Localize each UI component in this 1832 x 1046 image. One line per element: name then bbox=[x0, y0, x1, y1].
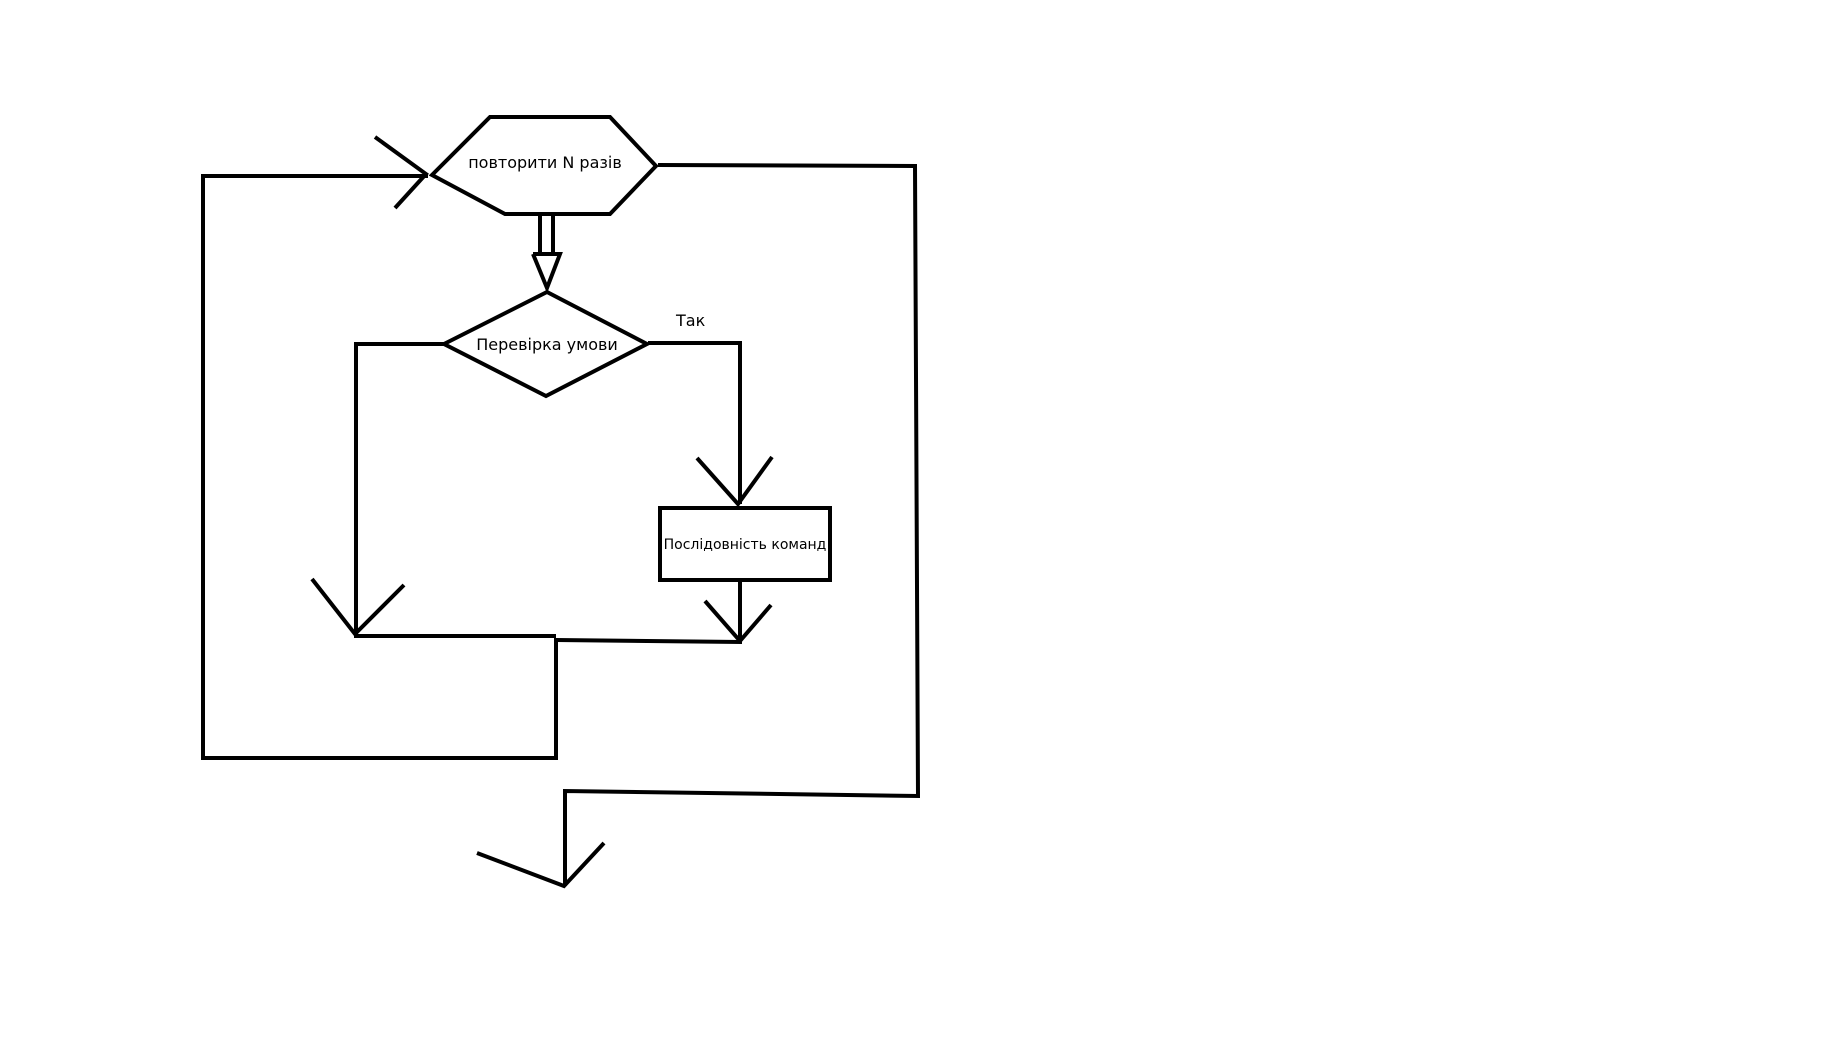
condition-diamond bbox=[439, 289, 652, 399]
process-out-arrowhead bbox=[703, 599, 773, 645]
process-box bbox=[658, 506, 832, 582]
loop-header-hexagon bbox=[428, 115, 659, 216]
process-node: Послідовність команд bbox=[658, 506, 832, 582]
no-branch-arrowhead bbox=[310, 577, 406, 638]
no-branch-connector bbox=[354, 342, 556, 638]
yes-branch-connector bbox=[648, 341, 742, 504]
loop-back-connector bbox=[201, 174, 558, 760]
loop-exit-arrowhead bbox=[476, 841, 606, 889]
condition-label: Перевірка умови bbox=[476, 335, 618, 354]
loop-header-label: повторити N разів bbox=[468, 153, 622, 172]
process-in-arrowhead bbox=[695, 455, 774, 508]
connectors bbox=[201, 135, 921, 889]
loop-exit-connector bbox=[563, 163, 921, 886]
yes-branch-label: Так bbox=[675, 311, 706, 330]
condition-node: Перевірка умови bbox=[439, 289, 652, 399]
loop-entry-arrowhead bbox=[373, 135, 429, 210]
process-label: Послідовність команд bbox=[664, 537, 827, 553]
hex-to-diamond-arrowhead bbox=[531, 252, 563, 294]
loop-header-node: повторити N разів bbox=[428, 115, 659, 216]
